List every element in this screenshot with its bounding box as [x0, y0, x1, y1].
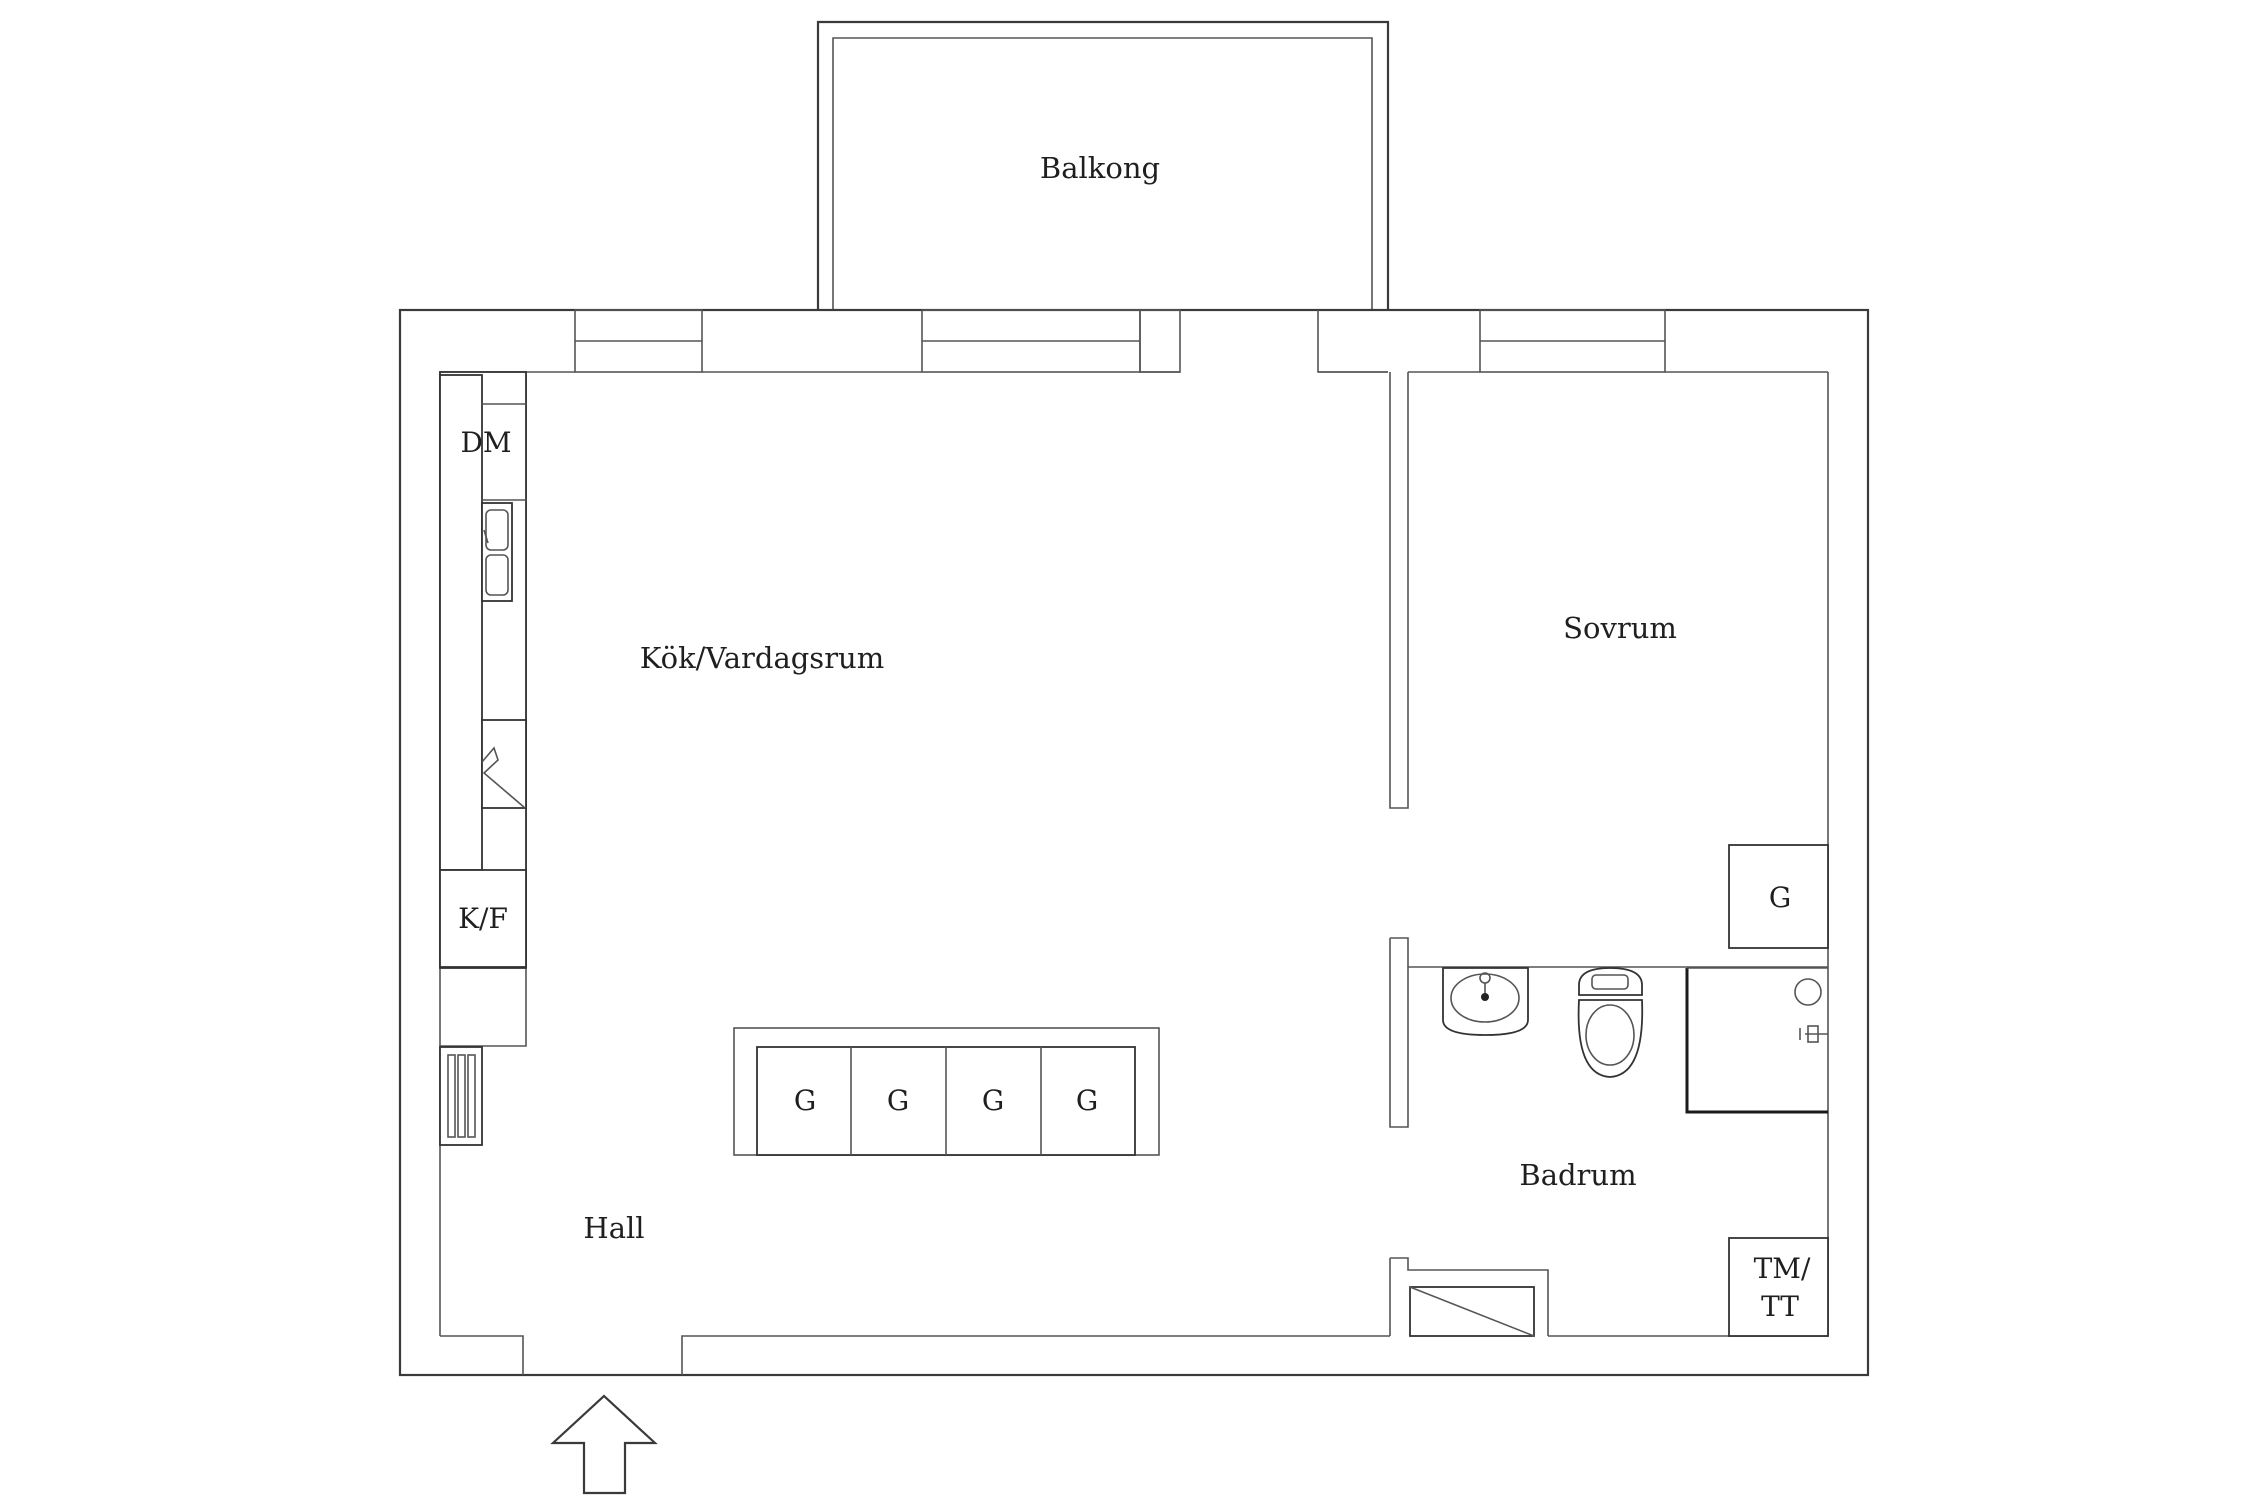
hall-wardrobe-label: G — [982, 1084, 1004, 1117]
room-label-hall: Hall — [583, 1211, 644, 1245]
dishwasher-label: DM — [460, 426, 511, 459]
fridge-freezer-label: K/F — [458, 902, 508, 935]
bathroom-cabinet — [1409, 1286, 1535, 1337]
hall-wardrobe-label: G — [1076, 1084, 1098, 1117]
room-label-bedroom: Sovrum — [1563, 611, 1677, 645]
bedroom-wardrobe: G — [1728, 844, 1829, 949]
shower-icon — [1685, 967, 1828, 1114]
room-label-balcony: Balkong — [1040, 151, 1160, 185]
kitchen-counter: DM K/F — [439, 371, 527, 969]
washbasin-icon — [1442, 967, 1529, 1036]
stove-icon — [481, 719, 527, 809]
hall-wardrobe-label: G — [887, 1084, 909, 1117]
windows — [574, 309, 1666, 373]
entrance-arrow-icon — [550, 1394, 658, 1495]
hall-wardrobe-label: G — [794, 1084, 816, 1117]
room-label-kitchen-living: Kök/Vardagsrum — [640, 641, 884, 675]
hall-wardrobes: G G G G — [733, 1027, 1160, 1156]
kitchen-sink-icon — [481, 502, 513, 602]
washer-dryer: TM/ TT — [1728, 1237, 1829, 1337]
toilet-icon — [1577, 967, 1644, 1078]
radiator-icon — [439, 1046, 483, 1146]
bedroom-wardrobe-label: G — [1769, 881, 1791, 914]
washer-dryer-label: TM/ — [1754, 1252, 1811, 1285]
washer-dryer-label: TT — [1761, 1290, 1799, 1323]
balcony — [816, 20, 1390, 310]
room-label-bathroom: Badrum — [1519, 1158, 1636, 1192]
